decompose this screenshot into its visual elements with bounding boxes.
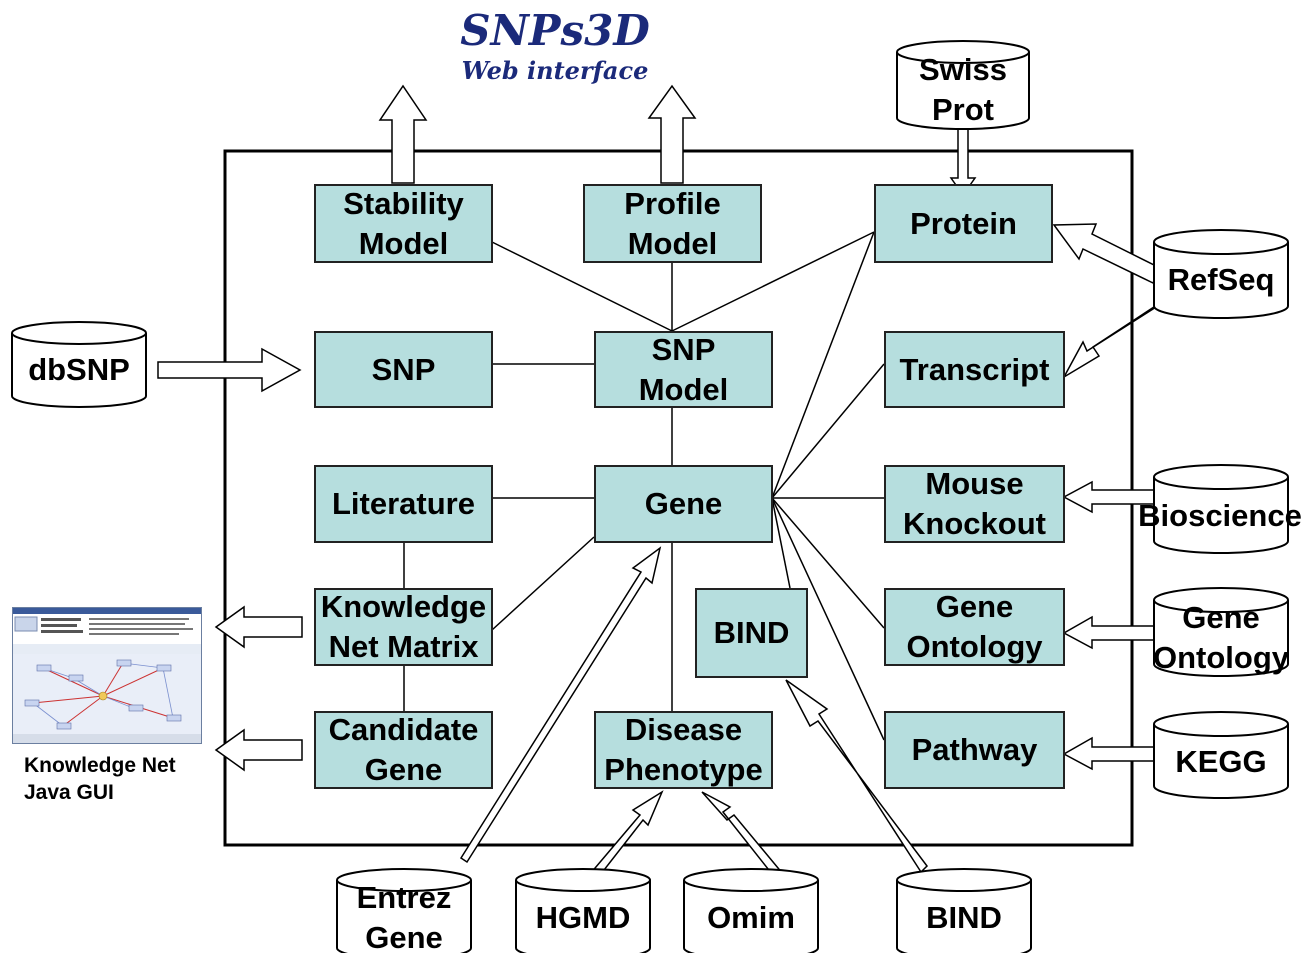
node-bind: BIND bbox=[695, 588, 808, 678]
diagram-title: SNPs3D bbox=[460, 6, 650, 55]
node-mouse-knockout: Mouse Knockout bbox=[884, 465, 1065, 543]
line-gene-bind bbox=[771, 497, 791, 589]
arrow-kegg-to-pathway bbox=[1062, 736, 1156, 771]
gene-ontology-cylinder bbox=[1153, 587, 1289, 677]
arrow-bind-to-bind bbox=[785, 679, 928, 874]
db-label-refseq: RefSeq bbox=[1167, 262, 1275, 297]
arrow-candidate-to-gui bbox=[214, 728, 303, 772]
db-label-gene-ontology: Gene Ontology bbox=[1152, 600, 1290, 675]
refseq-cylinder bbox=[1153, 229, 1289, 319]
entrez-gene-cylinder bbox=[336, 868, 472, 953]
arrow-knowledge-to-gui bbox=[214, 605, 303, 649]
hgmd-cylinder bbox=[515, 868, 651, 953]
dbsnp-cylinder bbox=[11, 321, 147, 408]
gui-caption: Knowledge Net Java GUI bbox=[24, 754, 176, 804]
bind-cylinder bbox=[896, 868, 1032, 953]
diagram-subtitle: Web interface bbox=[461, 56, 649, 85]
db-label-dbsnp: dbSNP bbox=[28, 352, 130, 387]
arrow-stability-to-web bbox=[378, 84, 428, 184]
node-disease-phenotype: Disease Phenotype bbox=[594, 711, 773, 789]
node-snp-model: SNP Model bbox=[594, 331, 773, 408]
line-gene-ontology bbox=[771, 497, 885, 629]
arrow-bioscience-to-mouse bbox=[1062, 480, 1156, 514]
db-label-bind: BIND bbox=[926, 900, 1002, 935]
db-label-swiss-prot: Swiss Prot bbox=[919, 52, 1007, 127]
swiss-prot-cylinder bbox=[896, 40, 1030, 130]
line-gene-transcript bbox=[771, 363, 885, 499]
kegg-cylinder bbox=[1153, 711, 1289, 799]
db-label-bioscience: Bioscience bbox=[1138, 498, 1302, 533]
arrow-entrez-to-gene bbox=[459, 546, 662, 864]
arrow-refseq-to-transcript bbox=[1062, 302, 1161, 380]
database-cylinders bbox=[11, 40, 1289, 953]
line-gene-pathway bbox=[771, 497, 885, 741]
node-pathway: Pathway bbox=[884, 711, 1065, 789]
node-transcript: Transcript bbox=[884, 331, 1065, 408]
arrow-dbsnp-to-snp bbox=[157, 347, 302, 393]
connector-lines bbox=[403, 231, 885, 741]
node-profile-model: Profile Model bbox=[583, 184, 762, 263]
network-graph-image bbox=[13, 608, 201, 743]
node-protein: Protein bbox=[874, 184, 1053, 263]
knowledge-net-gui-thumbnail bbox=[12, 607, 202, 744]
node-gene: Gene bbox=[594, 465, 773, 543]
arrow-refseq-to-protein bbox=[1052, 223, 1161, 285]
omim-cylinder bbox=[683, 868, 819, 953]
node-stability-model: Stability Model bbox=[314, 184, 493, 263]
node-snp: SNP bbox=[314, 331, 493, 408]
bioscience-cylinder bbox=[1153, 464, 1289, 554]
node-gene-ontology: Gene Ontology bbox=[884, 588, 1065, 666]
arrow-profile-to-web bbox=[647, 84, 697, 184]
line-stability-snpmodel bbox=[491, 241, 673, 332]
line-gene-knowledge bbox=[491, 536, 595, 631]
db-label-entrez-gene: Entrez Gene bbox=[356, 880, 452, 955]
line-protein-snpmodel bbox=[671, 231, 875, 332]
arrow-omim-to-disease bbox=[701, 791, 785, 881]
line-gene-protein bbox=[771, 231, 875, 499]
arrow-geneontology-to-inner bbox=[1062, 615, 1156, 650]
node-literature: Literature bbox=[314, 465, 493, 543]
node-candidate-gene: Candidate Gene bbox=[314, 711, 493, 789]
db-label-hgmd: HGMD bbox=[535, 900, 631, 935]
node-knowledge-net-matrix: Knowledge Net Matrix bbox=[314, 588, 493, 666]
db-label-omim: Omim bbox=[707, 900, 795, 935]
db-label-kegg: KEGG bbox=[1175, 744, 1267, 779]
arrow-hgmd-to-disease bbox=[588, 790, 664, 881]
